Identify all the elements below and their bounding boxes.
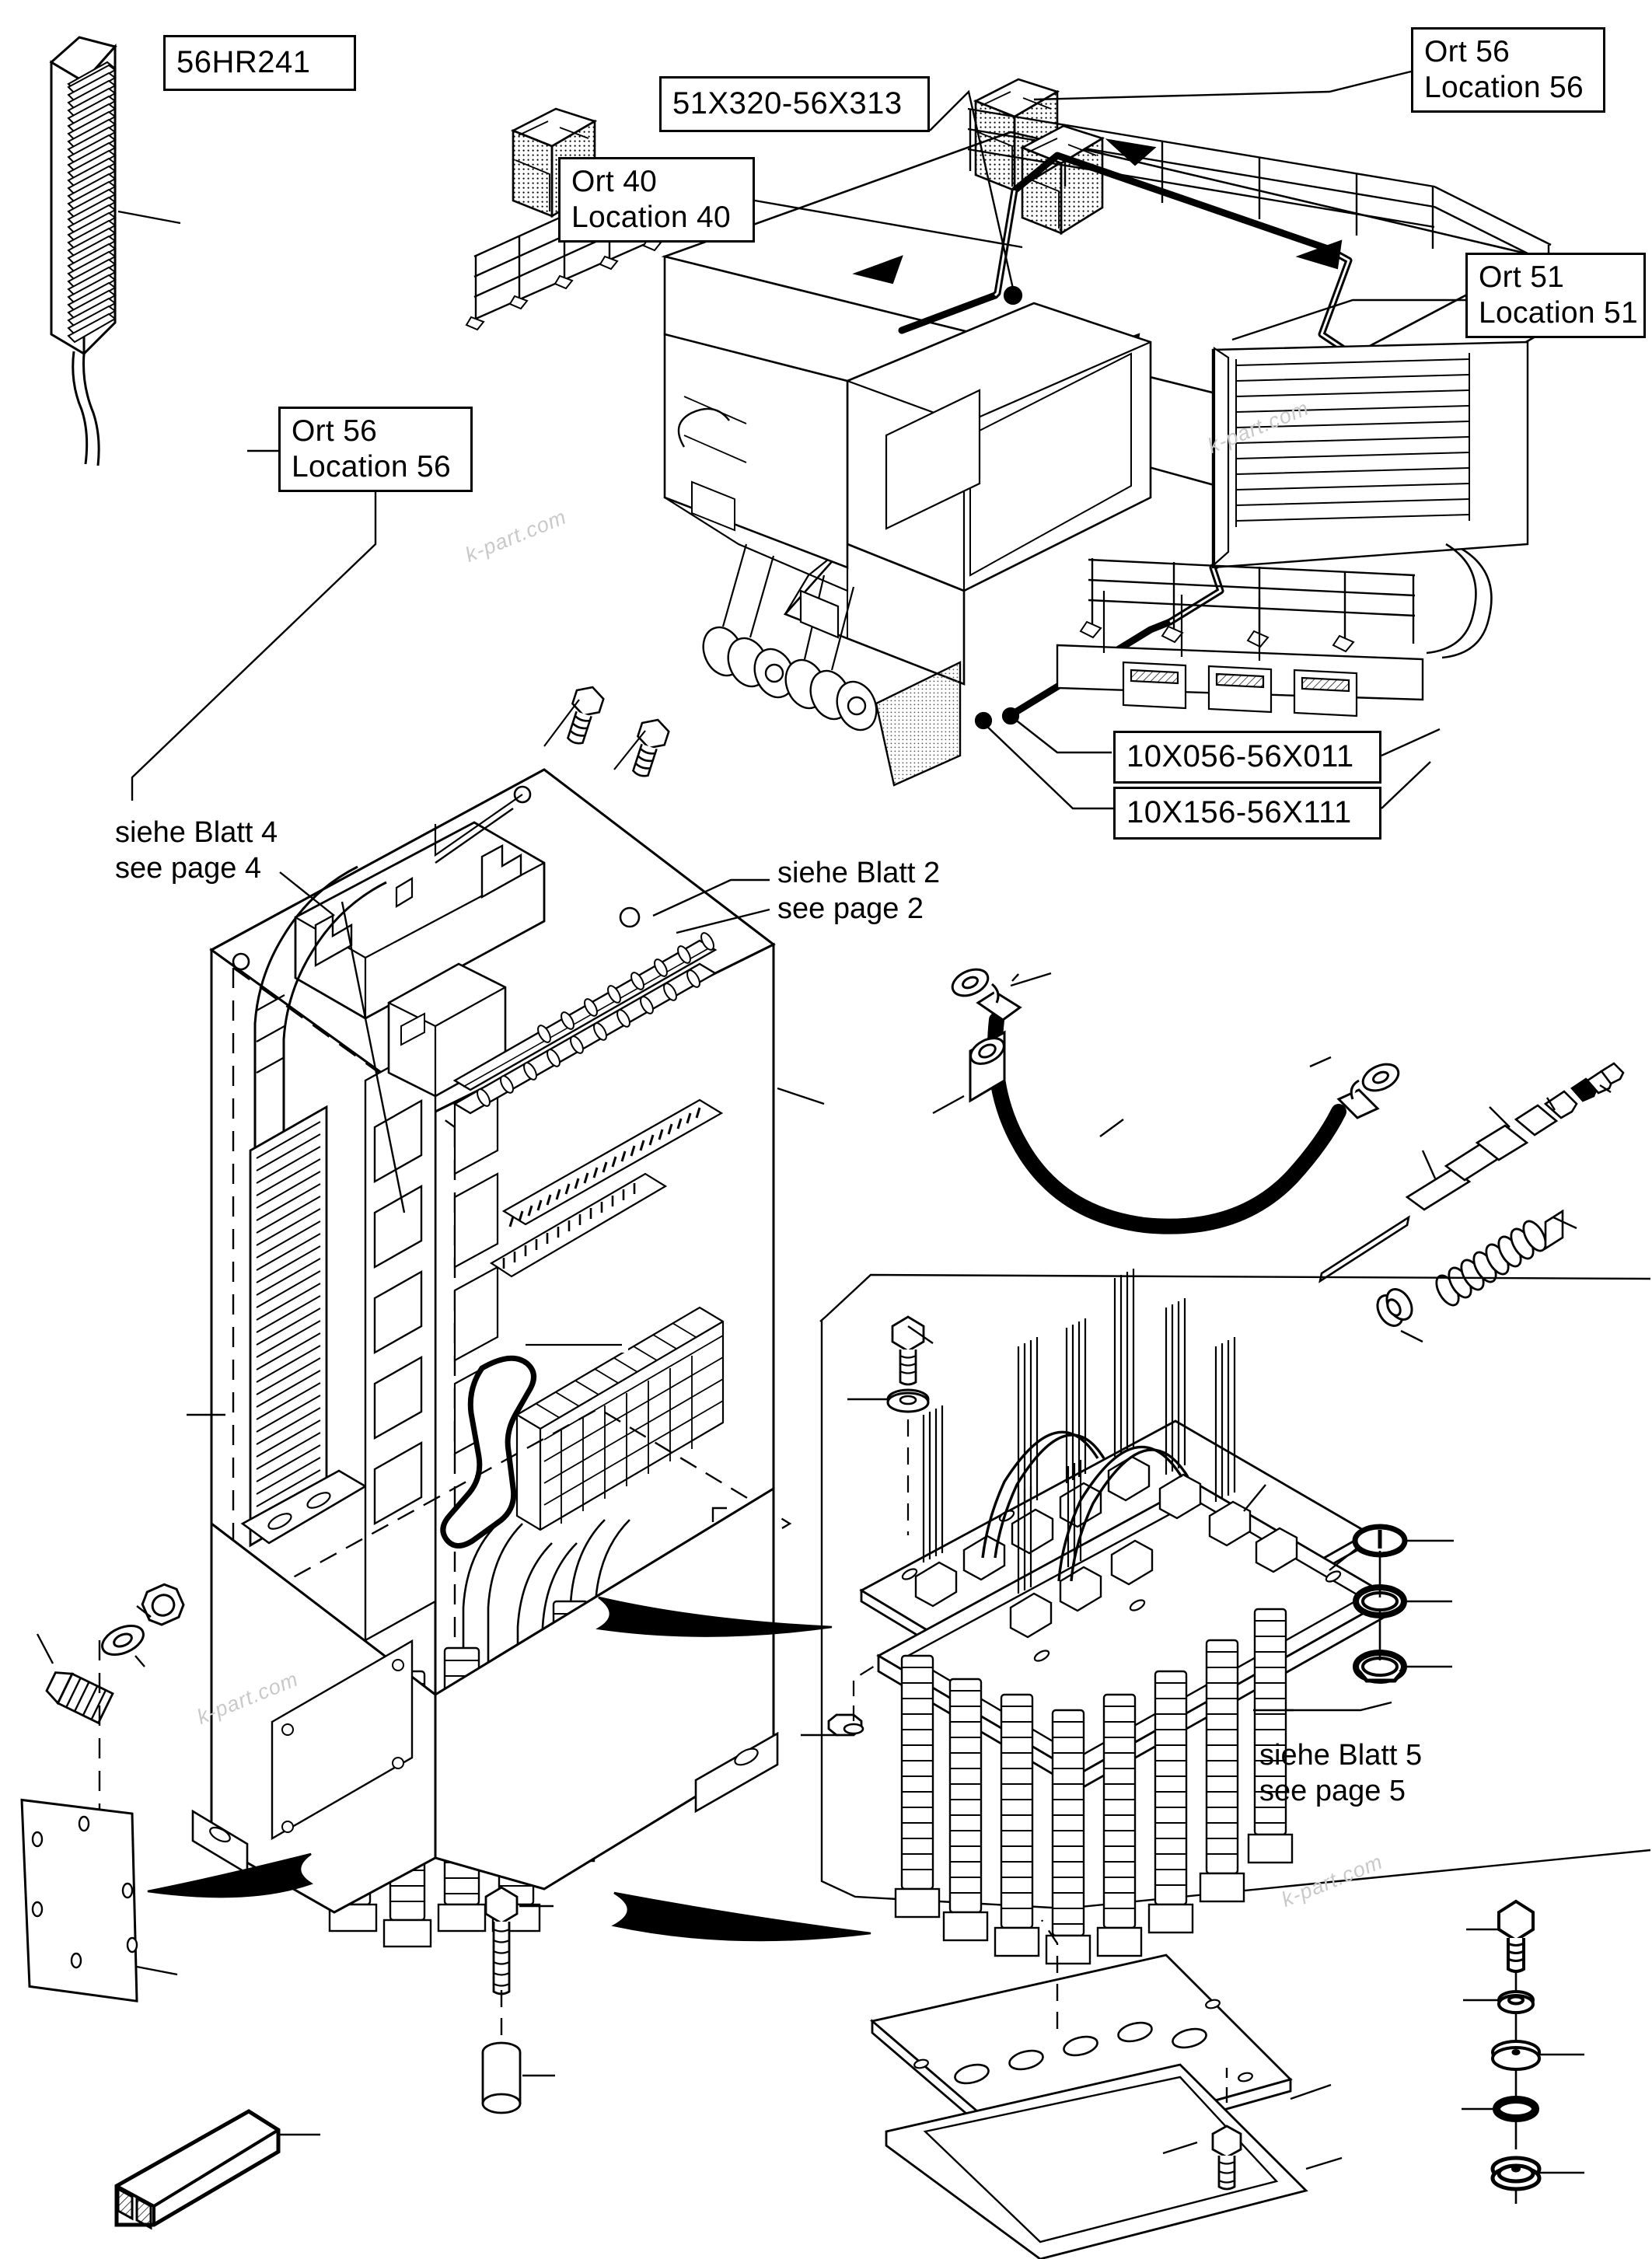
cover-plate-assembly	[20, 1583, 185, 2002]
fastener-seal-stack	[1462, 1899, 1584, 2204]
callout-location-56-top: Ort 56 Location 56	[1411, 27, 1605, 113]
note-line-de: siehe Blatt 4	[115, 816, 278, 849]
callout-line: Location 40	[571, 201, 731, 234]
callout-line: 56HR241	[176, 45, 311, 80]
callout-line: Ort 51	[1479, 260, 1565, 294]
seal-washer-stack	[1352, 1524, 1454, 1684]
callout-cable-10x056-56x011: 10X056-56X011	[1113, 731, 1381, 784]
note-line-en: see page 5	[1259, 1775, 1406, 1808]
note-line-en: see page 2	[777, 892, 924, 926]
note-see-page-5: siehe Blatt 5 see page 5	[1259, 1737, 1422, 1810]
callout-line: Location 51	[1479, 296, 1638, 330]
terminal-cube-block	[515, 1306, 725, 1531]
callout-part-number-56hr241: 56HR241	[163, 35, 356, 91]
callout-line: 51X320-56X313	[672, 86, 903, 121]
gland-nuts-row	[914, 1455, 1298, 1639]
control-cabinet-assembly	[147, 768, 871, 1948]
note-line-de: siehe Blatt 5	[1259, 1739, 1423, 1772]
callout-location-51: Ort 51 Location 51	[1465, 253, 1646, 338]
terminal-comb-block	[501, 1098, 724, 1227]
callout-location-56-left: Ort 56 Location 56	[278, 407, 473, 492]
callout-line: Ort 40	[571, 164, 658, 198]
callout-location-40: Ort 40 Location 40	[558, 157, 755, 243]
conduit-bundle-right	[894, 1608, 1294, 1965]
machine-leader-lines	[131, 70, 1465, 810]
cabinet-top-fasteners	[543, 686, 670, 777]
callout-cable-51x320-56x313: 51X320-56X313	[659, 76, 930, 132]
callout-cable-10x156-56x111: 10X156-56X111	[1113, 787, 1381, 840]
plug-connector-assembly	[1318, 1062, 1625, 1343]
callout-line: Location 56	[292, 450, 451, 484]
resistor-stack-component	[49, 36, 181, 466]
earthing-cable-assembly	[932, 968, 1400, 1234]
note-line-de: siehe Blatt 2	[777, 857, 941, 889]
bolt-spacer-column	[481, 1886, 555, 2114]
callout-line: 10X056-56X011	[1126, 739, 1354, 774]
callout-line: Ort 56	[1424, 34, 1511, 68]
note-see-page-2: siehe Blatt 2 see page 2	[777, 855, 940, 927]
note-line-en: see page 4	[115, 852, 262, 885]
note-see-page-4: siehe Blatt 4 see page 4	[115, 815, 278, 887]
gasket-plate-assembly	[869, 1919, 1343, 2259]
cable-gland-plate-assembly	[801, 1269, 1651, 1965]
callout-line: Ort 56	[292, 414, 378, 448]
sealing-strip-profile	[114, 2109, 320, 2230]
callout-line: Location 56	[1424, 71, 1584, 104]
callout-line: 10X156-56X111	[1126, 795, 1352, 830]
